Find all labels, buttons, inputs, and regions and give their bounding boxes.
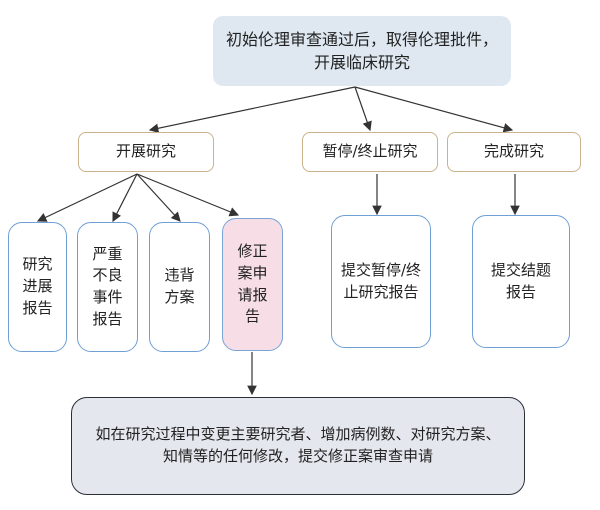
- arrow-conduct-to-deviation: [136, 173, 181, 222]
- report-final-label: 提交结题报告: [490, 260, 551, 301]
- stage-pause-box: 暂停/终止研究: [302, 132, 438, 172]
- amendment-note-text: 如在研究过程中变更主要研究者、增加病例数、对研究方案、知情等的任何修改，提交修正…: [95, 425, 501, 465]
- stage-complete-label: 完成研究: [483, 142, 544, 161]
- report-sae-box: 严重不良事件报告: [77, 222, 138, 352]
- amendment-note-box: 如在研究过程中变更主要研究者、增加病例数、对研究方案、知情等的任何修改，提交修正…: [71, 397, 525, 495]
- arrow-top-to-conduct: [148, 86, 356, 133]
- report-deviation-box: 违背方案: [149, 222, 210, 352]
- report-progress-box: 研究进展报告: [8, 222, 67, 352]
- report-progress-label: 研究进展报告: [22, 255, 53, 317]
- report-amendment-label: 修正案申请报告: [237, 242, 268, 326]
- report-amendment-box: 修正案申请报告: [222, 218, 283, 351]
- stage-conduct-box: 开展研究: [78, 132, 214, 172]
- stage-conduct-label: 开展研究: [115, 142, 176, 161]
- arrow-conduct-to-amendment: [136, 173, 240, 217]
- approval-start-text: 初始伦理审查通过后，取得伦理批件，开展临床研究: [225, 29, 498, 72]
- report-final-box: 提交结题报告: [472, 215, 570, 348]
- approval-start-box: 初始伦理审查通过后，取得伦理批件，开展临床研究: [213, 16, 511, 86]
- stage-complete-box: 完成研究: [447, 132, 581, 172]
- arrow-top-to-pause: [354, 86, 372, 132]
- stage-pause-label: 暂停/终止研究: [322, 142, 418, 161]
- arrow-conduct-to-sae: [112, 173, 138, 223]
- report-pause-box: 提交暂停/终止研究报告: [331, 215, 431, 348]
- arrow-top-to-complete: [354, 86, 514, 133]
- arrow-conduct-to-progress: [36, 173, 138, 222]
- report-pause-label: 提交暂停/终止研究报告: [340, 260, 422, 301]
- report-deviation-label: 违背方案: [164, 266, 195, 306]
- report-sae-label: 严重不良事件报告: [92, 244, 123, 328]
